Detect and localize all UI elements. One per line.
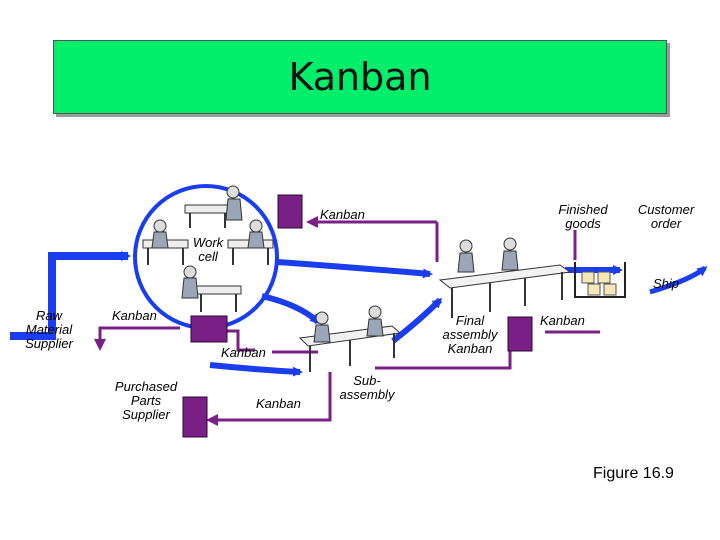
kanban-label-top: Kanban [320, 207, 365, 222]
goods-box [587, 283, 601, 296]
raw-material-supplier-label: Raw Material Supplier [18, 309, 80, 351]
purchased-parts-flow-arrow [209, 362, 303, 377]
kanban-label-mid: Kanban [221, 345, 266, 360]
workcell-to-final-flow-arrow [277, 259, 433, 279]
finished-goods-label: Finished goods [548, 203, 618, 231]
raw-material-line-2: Material [25, 322, 73, 337]
page-title: Kanban [288, 55, 432, 99]
workcell-station-left [142, 219, 189, 265]
customer-order-line-2: order [650, 216, 682, 231]
kanban-left-arrow [94, 326, 180, 351]
kanban-card-workcell [190, 315, 228, 343]
kanban-card-top [277, 194, 303, 229]
goods-box [597, 271, 611, 284]
workcell-station-right [227, 219, 274, 265]
final-assembly-line-2: assembly [442, 327, 498, 342]
customer-order-label: Customer order [628, 203, 704, 231]
kanban-label-right: Kanban [540, 313, 585, 328]
final-assembly-line-1: Final [455, 313, 485, 328]
subassembly-to-final-flow-arrow [391, 297, 443, 344]
work-cell-line-1: Work [192, 235, 224, 250]
subassembly-line-1: Sub- [353, 373, 381, 388]
kanban-card-final [507, 316, 533, 352]
work-cell-label: Work cell [186, 236, 230, 264]
kanban-mid-arrow [220, 329, 255, 352]
finished-goods-line-1: Finished [558, 202, 608, 217]
kanban-bottom-arrow [206, 372, 332, 426]
workcell-station-top [184, 185, 243, 228]
title-banner: Kanban [53, 40, 667, 114]
subassembly-label: Sub- assembly [334, 374, 400, 402]
subassembly-line-2: assembly [339, 387, 395, 402]
finished-goods-bin [574, 262, 626, 298]
purchased-parts-line-3: Supplier [122, 407, 170, 422]
raw-material-line-3: Supplier [25, 336, 73, 351]
finished-goods-line-2: goods [565, 216, 601, 231]
final-assembly-line [438, 237, 572, 318]
kanban-card-purchased [182, 396, 208, 438]
purchased-parts-supplier-label: Purchased Parts Supplier [106, 380, 186, 422]
purchased-parts-line-2: Parts [130, 393, 162, 408]
goods-box [581, 271, 595, 284]
raw-material-flow-arrow [10, 251, 131, 340]
subassembly-line [298, 305, 402, 372]
work-cell-line-2: cell [198, 249, 218, 264]
goods-box [603, 283, 617, 296]
workcell-to-subassembly-flow-arrow [261, 293, 321, 325]
kanban-label-final: Kanban [447, 341, 493, 356]
kanban-label-left: Kanban [112, 308, 157, 323]
purchased-parts-line-1: Purchased [114, 379, 178, 394]
workcell-station-bottom [181, 265, 242, 312]
ship-label: Ship [653, 276, 680, 291]
kanban-label-bottom: Kanban [256, 396, 301, 411]
ship-flow-arrow [649, 265, 708, 295]
final-assembly-label: Final assembly Kanban [432, 314, 508, 356]
raw-material-line-1: Raw [35, 308, 62, 323]
customer-order-line-1: Customer [637, 202, 695, 217]
figure-caption: Figure 16.9 [593, 465, 674, 482]
